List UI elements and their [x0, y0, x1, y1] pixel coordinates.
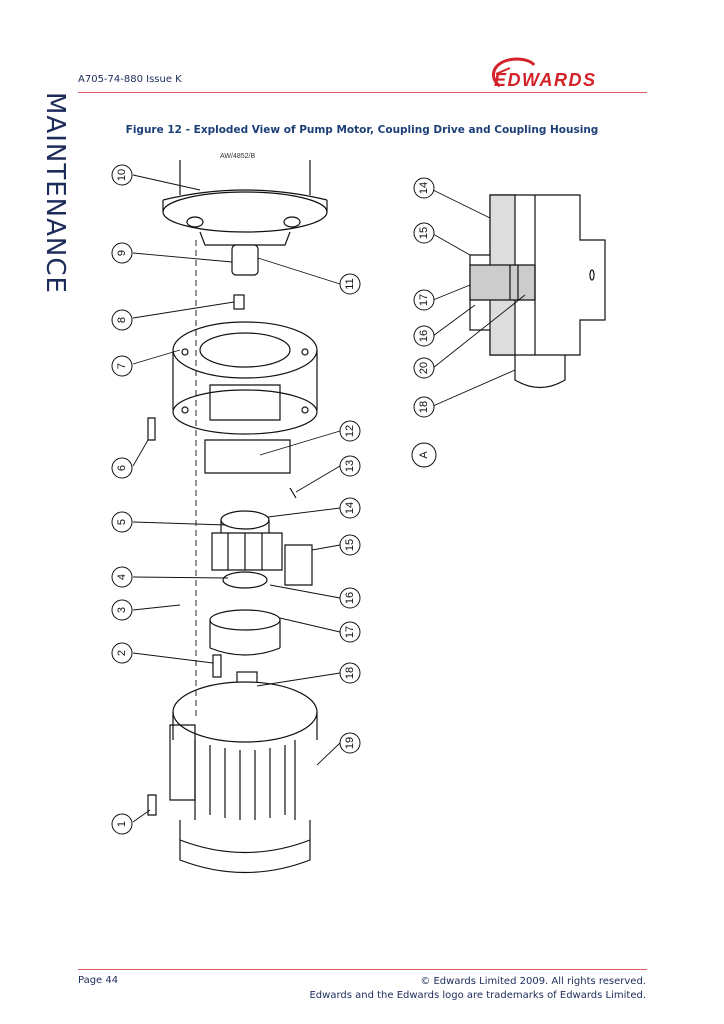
- svg-text:9: 9: [116, 250, 128, 256]
- figure-title: Figure 12 - Exploded View of Pump Motor,…: [125, 124, 599, 136]
- svg-text:19: 19: [344, 737, 356, 749]
- callout-16: 16: [339, 587, 361, 609]
- guard-plate: [204, 439, 291, 474]
- detail-a-label: A: [411, 442, 437, 468]
- callout-5: 5: [111, 511, 133, 533]
- svg-text:15: 15: [418, 227, 430, 239]
- callout-17: 17: [339, 621, 361, 643]
- svg-text:17: 17: [344, 626, 356, 638]
- svg-text:20: 20: [418, 362, 430, 374]
- detail-callout-17: 17: [413, 289, 435, 311]
- callout-4: 4: [111, 566, 133, 588]
- copyright-line: © Edwards Limited 2009. All rights reser…: [420, 976, 646, 987]
- svg-text:14: 14: [418, 182, 430, 194]
- svg-text:8: 8: [116, 317, 128, 323]
- coupling-housing: [172, 321, 318, 435]
- callout-9: 9: [111, 242, 133, 264]
- svg-text:17: 17: [418, 294, 430, 306]
- callout-11: 11: [339, 273, 361, 295]
- callout-1: 1: [111, 813, 133, 835]
- callout-8: 8: [111, 309, 133, 331]
- trademark-line: Edwards and the Edwards logo are tradema…: [309, 990, 646, 1001]
- svg-text:7: 7: [116, 363, 128, 369]
- motor: [169, 671, 318, 874]
- svg-text:18: 18: [344, 667, 356, 679]
- svg-text:14: 14: [344, 502, 356, 514]
- svg-text:1: 1: [116, 821, 128, 827]
- svg-text:12: 12: [344, 425, 356, 437]
- callout-6: 6: [111, 457, 133, 479]
- callout-2: 2: [111, 642, 133, 664]
- pump-motor-top: [162, 160, 328, 276]
- coupling-ring: [209, 609, 281, 656]
- callout-15: 15: [339, 534, 361, 556]
- svg-text:18: 18: [418, 401, 430, 413]
- svg-text:A: A: [418, 451, 430, 459]
- svg-text:3: 3: [116, 607, 128, 613]
- detail-callout-16: 16: [413, 325, 435, 347]
- screw: [147, 417, 156, 441]
- copyright: © Edwards Limited 2009. All rights reser…: [309, 975, 646, 1003]
- key-lower: [212, 654, 222, 678]
- svg-text:11: 11: [344, 278, 356, 289]
- detail-callout-18: 18: [413, 396, 435, 418]
- detail-callout-15: 15: [413, 222, 435, 244]
- screw-small: [289, 487, 297, 499]
- callout-10: 10: [111, 164, 133, 186]
- key: [233, 294, 245, 310]
- detail-callout-20: 20: [413, 357, 435, 379]
- header-rule: [78, 92, 647, 93]
- svg-text:EDWARDS: EDWARDS: [494, 70, 597, 90]
- svg-text:4: 4: [116, 574, 128, 580]
- svg-text:13: 13: [344, 460, 356, 472]
- callout-7: 7: [111, 355, 133, 377]
- svg-text:2: 2: [116, 650, 128, 656]
- svg-text:5: 5: [116, 519, 128, 525]
- callout-19: 19: [339, 732, 361, 754]
- footer-rule: [78, 969, 647, 970]
- edwards-logo: EDWARDS: [491, 57, 597, 90]
- svg-text:16: 16: [418, 330, 430, 342]
- svg-text:15: 15: [344, 539, 356, 551]
- document-id: A705-74-880 Issue K: [78, 74, 182, 85]
- coupling-drive: [211, 510, 313, 589]
- callout-3: 3: [111, 599, 133, 621]
- drawing-ref: AW/4852/B: [220, 153, 255, 160]
- exploded-view-drawing: AW/4852/B: [111, 153, 606, 874]
- svg-text:10: 10: [116, 169, 128, 181]
- svg-text:6: 6: [116, 465, 128, 471]
- bolt: [147, 794, 157, 816]
- detail-a-section: [469, 194, 606, 389]
- svg-text:16: 16: [344, 592, 356, 604]
- detail-callout-14: 14: [413, 177, 435, 199]
- callout-14: 14: [339, 497, 361, 519]
- page-number: Page 44: [78, 975, 119, 986]
- callout-12: 12: [339, 420, 361, 442]
- callout-13: 13: [339, 455, 361, 477]
- callout-18: 18: [339, 662, 361, 684]
